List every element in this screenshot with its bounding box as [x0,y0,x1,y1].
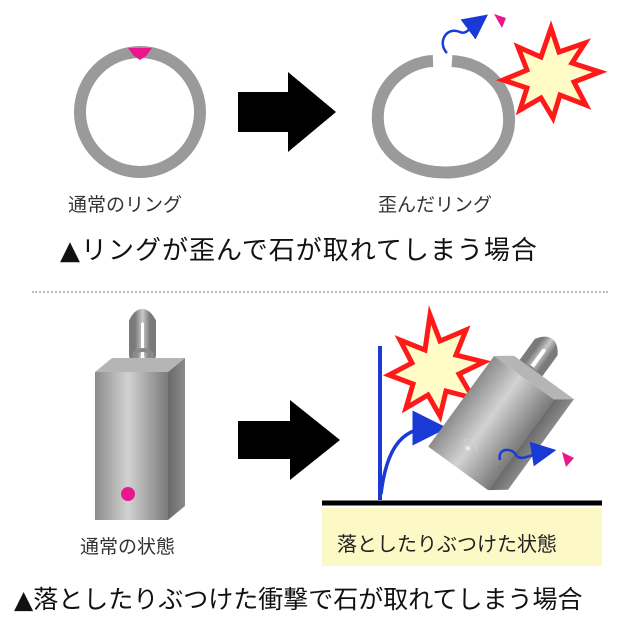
impact-burst-icon [382,305,492,423]
right-arrow-icon [238,72,336,152]
empty-setting-icon [463,438,478,453]
section-divider [32,291,608,293]
normal-state-label: 通常の状態 [80,536,176,558]
right-arrow-icon [238,400,340,480]
normal-ring-label: 通常のリング [68,194,183,216]
bent-ring-label: 歪んだリング [378,194,493,216]
dropped-state-label-box [322,508,602,566]
bent-ring-icon [371,55,516,179]
ring-caption: ▲リングが歪んで石が取れてしまう場合 [60,236,538,266]
motion-arrow-icon [441,14,488,54]
pendant-caption: ▲落としたりぶつけた衝撃で石が取れてしまう場合 [14,585,583,614]
falling-gem-icon [562,452,574,467]
dropped-state-label: 落としたりぶつけた状態 [337,532,557,556]
normal-ring-icon [74,46,206,178]
pendant-icon [95,309,185,520]
pendant-gem-icon [121,487,135,501]
falling-gem-icon [494,14,506,28]
impact-burst-icon [495,20,608,125]
motion-arrow-icon [498,441,557,467]
gem-icon [128,48,152,60]
motion-arrow-icon [379,410,448,495]
